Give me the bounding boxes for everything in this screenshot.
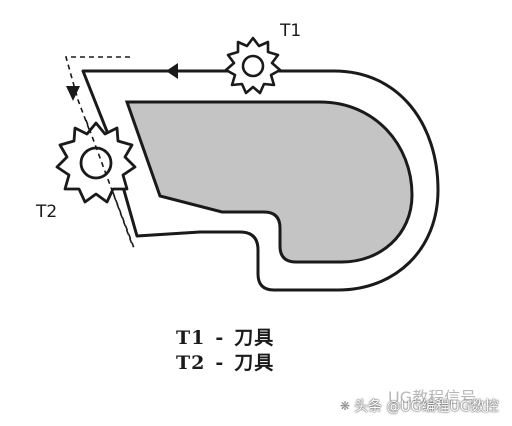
watermark-text: 头条 @UG编程UG数控 — [354, 399, 499, 415]
tool-path-t2 — [64, 56, 135, 249]
tool-path-t1 — [81, 69, 440, 292]
legend-name: 刀具 — [234, 327, 275, 349]
t1-cutter — [224, 36, 282, 95]
watermark-background-text: UG教程信号 — [388, 388, 477, 407]
legend-code: T1 — [176, 327, 206, 349]
watermark-logo-icon: ❋ — [340, 399, 351, 413]
legend: T1 - 刀具 T2 - 刀具 — [176, 326, 274, 376]
legend-dash: - — [215, 327, 225, 349]
workpiece — [124, 100, 414, 264]
legend-row-t2: T2 - 刀具 — [176, 351, 274, 376]
legend-row-t1: T1 - 刀具 — [176, 326, 274, 351]
t2-direction-arrow — [66, 86, 80, 101]
legend-dash: - — [215, 352, 225, 374]
tool-path-t2-overlay — [85, 119, 134, 248]
legend-code: T2 — [176, 352, 206, 374]
t2-cutter — [55, 121, 137, 204]
t1-label: T1 — [279, 21, 301, 41]
legend-name: 刀具 — [234, 352, 275, 374]
t2-label: T2 — [35, 202, 57, 222]
watermark: ❋ 头条 @UG编程UG数控 — [340, 396, 499, 416]
direction-arrow — [166, 63, 178, 79]
